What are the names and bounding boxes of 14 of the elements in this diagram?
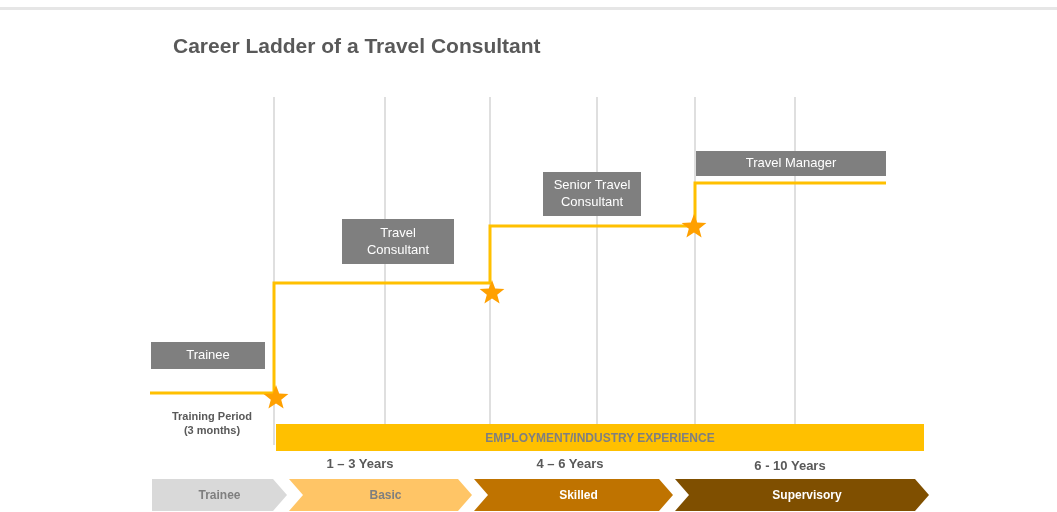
phase-stage-band: Skilled (474, 479, 673, 511)
experience-bar: EMPLOYMENT/INDUSTRY EXPERIENCE (276, 424, 924, 451)
role-box: Travel Consultant (342, 219, 454, 264)
phase-stage-band: Supervisory (675, 479, 929, 511)
role-box: Trainee (151, 342, 265, 369)
year-range-label: 4 – 6 Years (535, 456, 605, 473)
role-box: Travel Manager (696, 151, 886, 176)
year-range-label: 1 – 3 Years (325, 456, 395, 473)
period-note: Training Period (3 months) (170, 409, 254, 438)
phase-stage-band: Basic (289, 479, 472, 511)
phase-stage-band: Trainee (152, 479, 287, 511)
diagram-title: Career Ladder of a Travel Consultant (173, 34, 541, 58)
role-box: Senior Travel Consultant (543, 172, 641, 216)
year-range-label: 6 - 10 Years (753, 458, 827, 475)
